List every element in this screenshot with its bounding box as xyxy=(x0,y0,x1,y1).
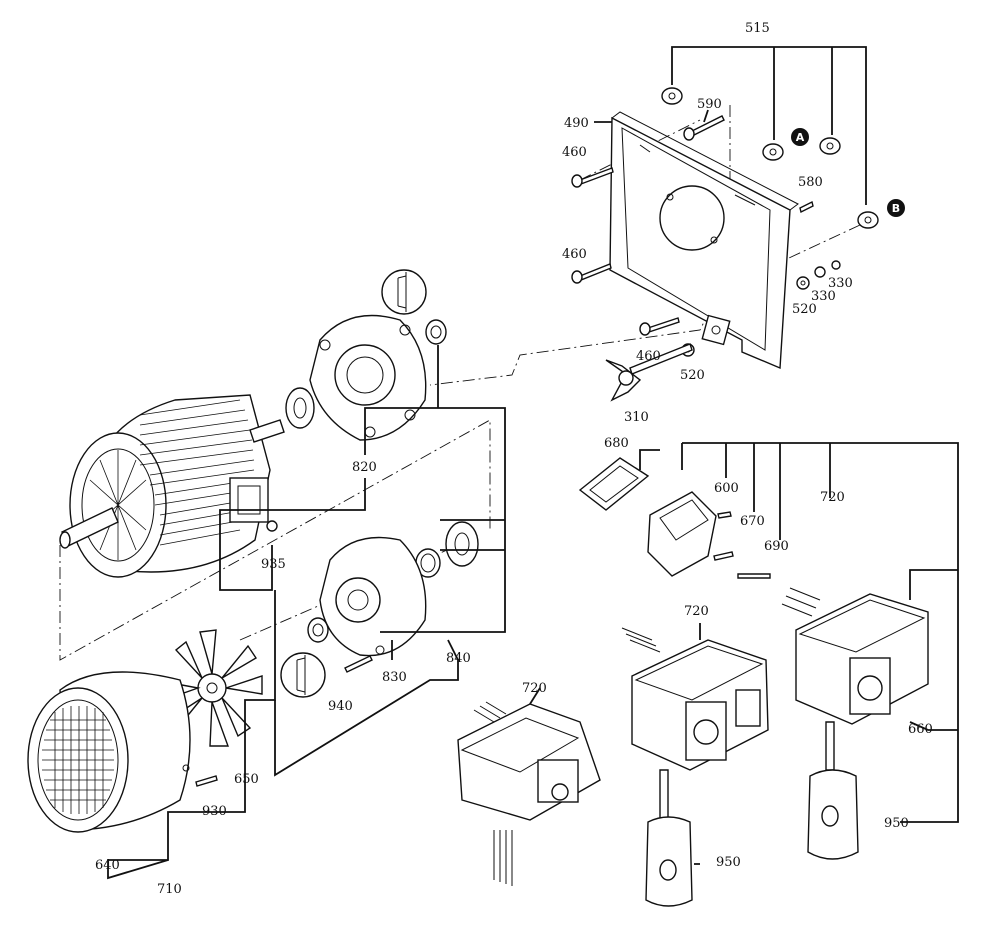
marker-b: B xyxy=(887,199,905,217)
label-710: 710 xyxy=(157,882,182,897)
seal-detail-callouts xyxy=(280,269,427,698)
terminal-gasket xyxy=(578,457,650,511)
screw-670 xyxy=(713,551,734,561)
label-580: 580 xyxy=(798,175,823,190)
star-knob xyxy=(605,343,693,402)
leader-lines xyxy=(107,46,959,880)
terminal-frame xyxy=(647,491,717,577)
svg-text:A: A xyxy=(796,131,805,144)
label-820: 820 xyxy=(352,460,377,475)
rubber-feet xyxy=(661,87,879,229)
mounting-plate xyxy=(609,111,799,370)
plate-screws xyxy=(571,115,841,357)
bearings xyxy=(285,319,479,643)
screw-940 xyxy=(344,655,373,673)
label-330-b: 330 xyxy=(811,289,836,304)
switch-box-left xyxy=(457,701,601,886)
label-600: 600 xyxy=(714,481,739,496)
screw-930 xyxy=(195,775,218,787)
label-940: 940 xyxy=(328,699,353,714)
marker-a: A xyxy=(791,128,809,146)
end-shield-front xyxy=(309,314,427,441)
screw-690 xyxy=(737,573,771,579)
label-720-left: 720 xyxy=(522,681,547,696)
screw-600 xyxy=(717,511,732,519)
label-935: 935 xyxy=(261,557,286,572)
label-670: 670 xyxy=(740,514,765,529)
label-950-right: 950 xyxy=(884,816,909,831)
label-650: 650 xyxy=(234,772,259,787)
label-830: 830 xyxy=(382,670,407,685)
label-310: 310 xyxy=(624,410,649,425)
label-515: 515 xyxy=(745,21,770,36)
label-840: 840 xyxy=(446,651,471,666)
svg-text:B: B xyxy=(892,202,900,215)
label-720-mid: 720 xyxy=(684,604,709,619)
part-labels: 515 590 490 460 580 460 330 330 520 460 … xyxy=(95,21,933,897)
label-930: 930 xyxy=(202,804,227,819)
label-690: 690 xyxy=(764,539,789,554)
label-640: 640 xyxy=(95,858,120,873)
label-660: 660 xyxy=(908,722,933,737)
label-720-top: 720 xyxy=(820,490,845,505)
switch-box-middle xyxy=(621,627,769,907)
label-590: 590 xyxy=(697,97,722,112)
switch-box-right xyxy=(781,587,929,860)
label-460-top: 460 xyxy=(562,145,587,160)
label-520-b: 520 xyxy=(680,368,705,383)
motor-housing xyxy=(59,394,285,578)
label-520-a: 520 xyxy=(792,302,817,317)
label-680: 680 xyxy=(604,436,629,451)
fan xyxy=(163,629,263,747)
label-460-low: 460 xyxy=(636,349,661,364)
end-shield-rear xyxy=(319,536,427,657)
label-460-mid: 460 xyxy=(562,247,587,262)
label-950-mid: 950 xyxy=(716,855,741,870)
label-490: 490 xyxy=(564,116,589,131)
fan-cover xyxy=(27,671,191,833)
label-330-a: 330 xyxy=(828,276,853,291)
